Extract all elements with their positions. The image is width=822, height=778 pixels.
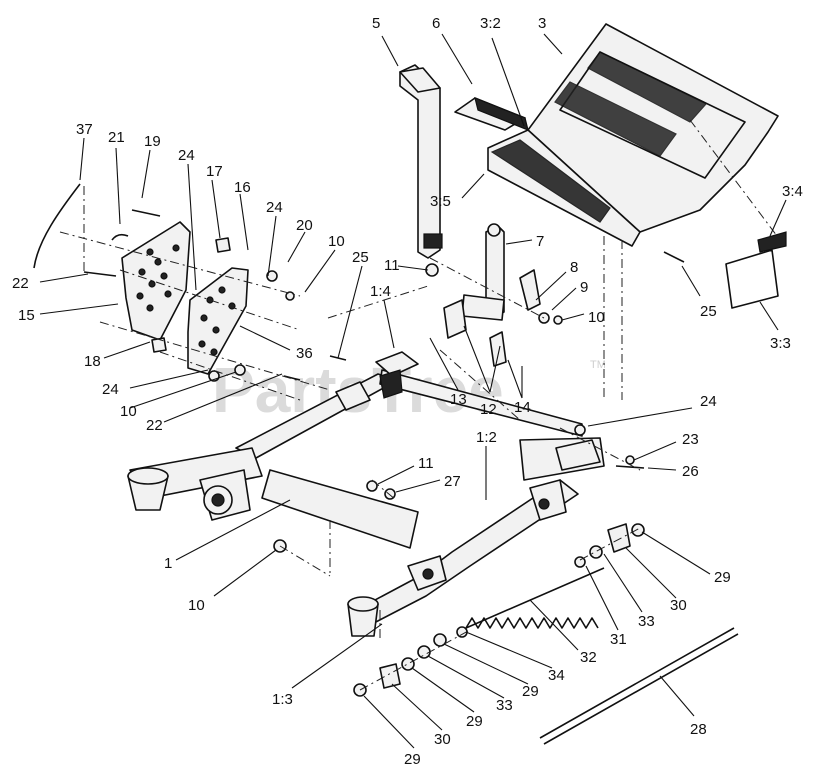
callout-5: 5 xyxy=(372,15,380,32)
pad-3-3 xyxy=(725,249,779,309)
callout-7: 7 xyxy=(536,233,544,250)
callout-33: 33 xyxy=(496,697,513,714)
callout-37: 37 xyxy=(76,121,93,138)
callout-1-4: 1:4 xyxy=(370,283,391,300)
main-frame xyxy=(129,351,605,625)
callout-28: 28 xyxy=(690,721,707,738)
alignment-lines xyxy=(59,119,781,691)
callout-14: 14 xyxy=(514,399,531,416)
callout-19: 19 xyxy=(144,133,161,150)
callout-10: 10 xyxy=(120,403,137,420)
spring-axis xyxy=(465,567,605,629)
callout-18: 18 xyxy=(84,353,101,370)
callout-25: 25 xyxy=(352,249,369,266)
callout-21: 21 xyxy=(108,129,125,146)
height-plate-15 xyxy=(121,221,191,341)
callout-24: 24 xyxy=(700,393,717,410)
spring-32 xyxy=(465,617,599,629)
callout-12: 12 xyxy=(480,401,497,418)
callout-30: 30 xyxy=(434,731,451,748)
callout-29: 29 xyxy=(404,751,421,768)
lever-arm xyxy=(461,223,505,321)
callout-29: 29 xyxy=(466,713,483,730)
callout-16: 16 xyxy=(234,179,251,196)
callout-33: 33 xyxy=(638,613,655,630)
callout-34: 34 xyxy=(548,667,565,684)
callout-24: 24 xyxy=(178,147,195,164)
callout-1-2: 1:2 xyxy=(476,429,497,446)
callout-10: 10 xyxy=(588,309,605,326)
callout-29: 29 xyxy=(714,569,731,586)
callout-25: 25 xyxy=(700,303,717,320)
callout-8: 8 xyxy=(570,259,578,276)
leader-lines xyxy=(39,33,787,749)
callout-labels: 37 21 19 24 17 16 24 20 10 22 15 18 36 2… xyxy=(12,15,803,768)
pedal-arm xyxy=(399,64,443,259)
callout-13: 13 xyxy=(450,391,467,408)
callout-29: 29 xyxy=(522,683,539,700)
callout-1: 1 xyxy=(164,555,172,572)
callout-3: 3 xyxy=(538,15,546,32)
callout-22: 22 xyxy=(146,417,163,434)
callout-3-3: 3:3 xyxy=(770,335,791,352)
callout-15: 15 xyxy=(18,307,35,324)
callout-31: 31 xyxy=(610,631,627,648)
callout-17: 17 xyxy=(206,163,223,180)
callout-36: 36 xyxy=(296,345,313,362)
callout-26: 26 xyxy=(682,463,699,480)
callout-27: 27 xyxy=(444,473,461,490)
footrest-plate xyxy=(454,23,779,247)
callout-10: 10 xyxy=(328,233,345,250)
callout-6: 6 xyxy=(432,15,440,32)
callout-3-5: 3:5 xyxy=(430,193,451,210)
callout-9: 9 xyxy=(580,279,588,296)
callout-22: 22 xyxy=(12,275,29,292)
shield-37 xyxy=(33,183,81,269)
callout-24: 24 xyxy=(102,381,119,398)
callout-24: 24 xyxy=(266,199,283,216)
callout-20: 20 xyxy=(296,217,313,234)
callout-32: 32 xyxy=(580,649,597,666)
watermark-tm: TM xyxy=(590,359,606,371)
threaded-rod-28 xyxy=(539,627,739,745)
callout-11: 11 xyxy=(384,257,400,274)
callout-23: 23 xyxy=(682,431,699,448)
callout-10: 10 xyxy=(188,597,205,614)
callout-3-2: 3:2 xyxy=(480,15,501,32)
caster-left xyxy=(127,467,169,511)
callout-11: 11 xyxy=(418,455,434,472)
height-plate-16 xyxy=(187,267,249,375)
caster-right xyxy=(347,596,379,637)
callout-3-4: 3:4 xyxy=(782,183,803,200)
callout-1-3: 1:3 xyxy=(272,691,293,708)
callout-30: 30 xyxy=(670,597,687,614)
pad-3-4 xyxy=(757,231,787,253)
